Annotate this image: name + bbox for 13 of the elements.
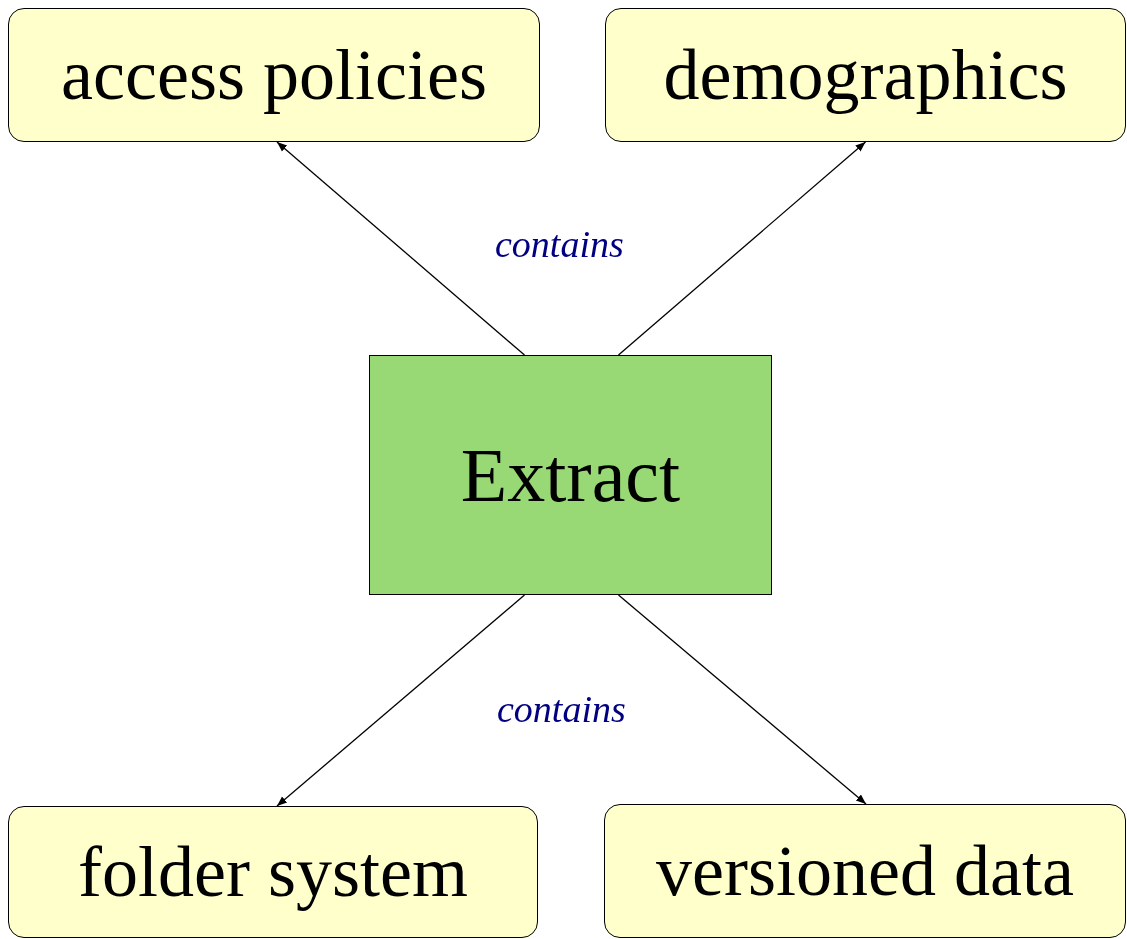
arrow — [617, 594, 867, 805]
process-box — [369, 355, 772, 595]
node-label: versioned data — [656, 835, 1074, 907]
entity-box — [605, 8, 1126, 142]
arrow — [617, 141, 867, 356]
entity-box — [604, 804, 1126, 938]
arrow — [276, 594, 526, 807]
entity-box — [8, 8, 540, 142]
entity-box — [8, 806, 538, 938]
relation-label: contains — [495, 225, 624, 263]
arrow — [276, 141, 526, 356]
relation-label: contains — [497, 690, 626, 728]
node-label: Extract — [460, 437, 681, 513]
